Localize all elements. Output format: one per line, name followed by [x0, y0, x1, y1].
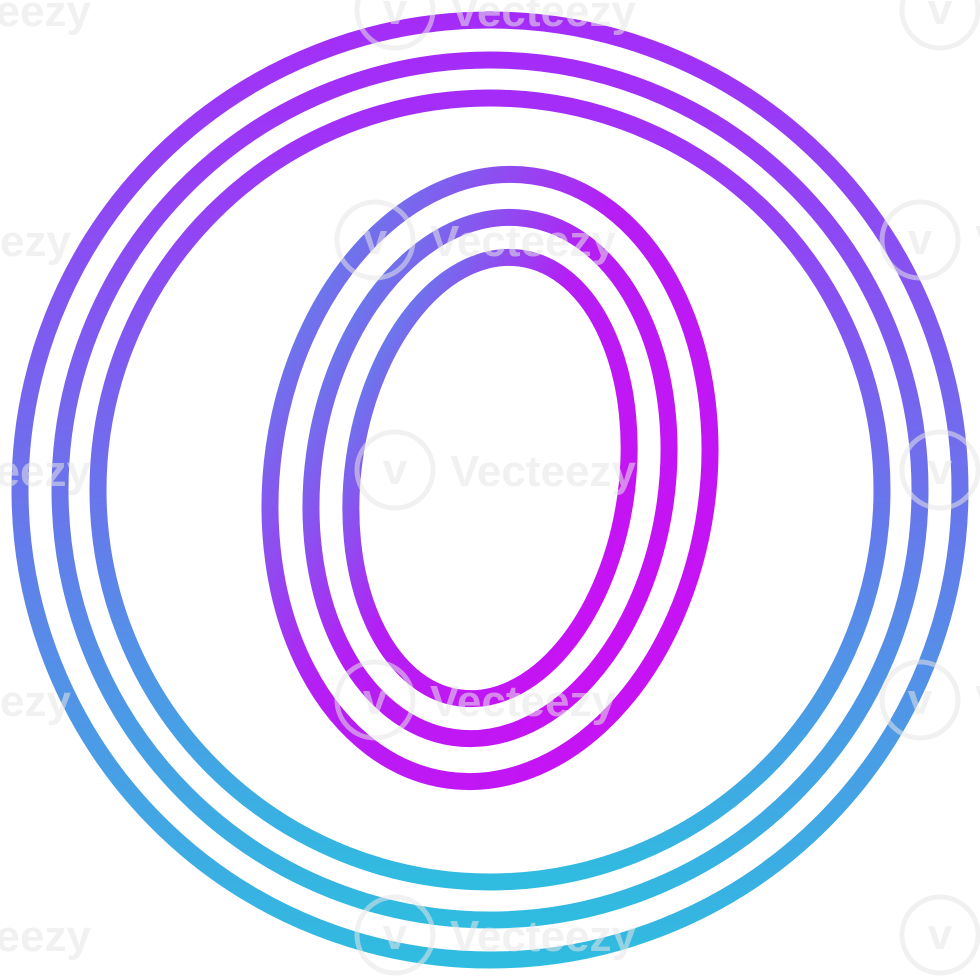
watermark-text: Vecteezy: [0, 217, 71, 266]
watermark-logo-icon: [899, 894, 980, 976]
watermark-logo-icon: [354, 894, 436, 976]
watermark-logo-icon: [334, 659, 416, 741]
watermark-logo-icon: [879, 199, 961, 281]
watermark-text: Vecteezy: [430, 217, 616, 266]
zero-oval-2: [302, 208, 678, 748]
watermark-logo-icon: [334, 199, 416, 281]
watermark-logo-icon: [879, 659, 961, 741]
watermark-text: Vecteezy: [975, 217, 980, 266]
outer-ring-1: [11, 11, 969, 969]
watermark-logo-letter: v: [928, 910, 953, 959]
watermark-logo-icon: [899, 429, 980, 511]
watermark-logo-letter: v: [383, 0, 408, 34]
watermark-tile: v Vecteezy: [879, 199, 980, 281]
watermark-logo-letter: v: [383, 910, 408, 959]
watermark-text: Vecteezy: [975, 677, 980, 726]
watermark-text: Vecteezy: [450, 912, 636, 961]
watermark-logo-icon: [354, 429, 436, 511]
watermark-text: Vecteezy: [450, 447, 636, 496]
watermark-text: Vecteezy: [450, 0, 636, 36]
watermark-text: Vecteezy: [0, 0, 91, 36]
outer-ring-2: [51, 51, 929, 929]
watermark-logo-letter: v: [383, 445, 408, 494]
watermark-tile: v Vecteezy: [354, 0, 636, 51]
watermark-text: Vecteezy: [0, 912, 91, 961]
watermark-tile: v Vecteezy: [334, 659, 616, 741]
watermark-text: Vecteezy: [430, 677, 616, 726]
inner-zero-ovals: [261, 165, 719, 791]
watermark-tile: v Vecteezy: [879, 659, 980, 741]
watermark-logo-letter: v: [928, 445, 953, 494]
watermark-tile: v Vecteezy: [354, 894, 636, 976]
watermark-logo-icon: [899, 0, 980, 51]
watermark-text: Vecteezy: [0, 447, 91, 496]
watermark-logo-letter: v: [908, 215, 933, 264]
watermark-text: Vecteezy: [0, 677, 71, 726]
watermark-tile: v Vecteezy: [354, 429, 636, 511]
watermark-logo-letter: v: [363, 675, 388, 724]
watermark-logo-icon: [354, 0, 436, 51]
zero-oval-3: [342, 248, 638, 708]
zero-oval-1: [261, 165, 719, 791]
watermark-tile: v Vecteezy: [334, 199, 616, 281]
watermark-logo-letter: v: [928, 0, 953, 34]
watermark-logo-letter: v: [363, 215, 388, 264]
watermark-logo-letter: v: [908, 675, 933, 724]
outer-rings: [11, 11, 969, 969]
outer-ring-3: [89, 89, 891, 891]
